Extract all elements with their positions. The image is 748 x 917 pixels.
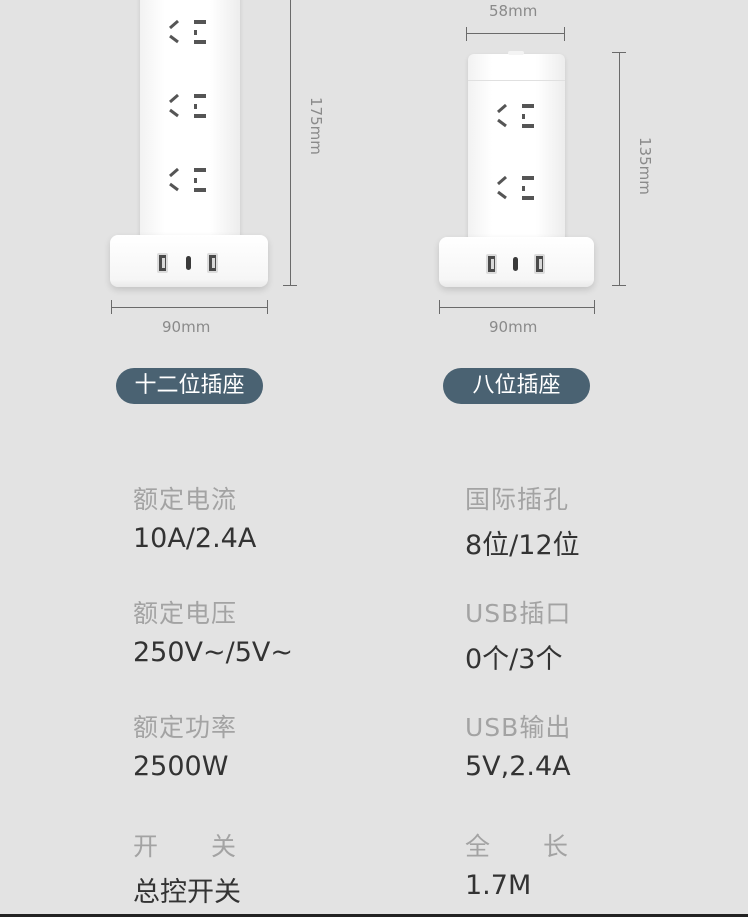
spec-value-sockets: 8位/12位 [465,530,580,561]
spec-label-rated-power: 额定功率 [133,713,238,742]
dimension-tick [564,27,565,41]
dimension-line [466,33,565,34]
spec-label-length: 全 长 [465,832,570,861]
dimension-tick [594,300,595,314]
eight-height-label: 135mm [636,137,654,195]
dimension-line [439,307,595,308]
usb-c-port-icon [186,256,191,270]
outlet-icon [169,19,206,44]
outlet-icon [169,93,206,118]
eight-width-label: 90mm [489,318,538,336]
tower-cap-knob [508,51,524,55]
dimension-tick [612,52,626,53]
eight-outlet-base [439,237,594,287]
bottom-divider [0,914,748,917]
spec-value-length: 1.7M [465,870,532,901]
spec-label-sockets: 国际插孔 [465,485,570,514]
eight-outlet-tower [468,51,565,244]
usb-a-port-icon [157,253,168,273]
dimension-line [290,0,291,286]
spec-value-usb-output: 5V,2.4A [465,751,571,782]
spec-label-switch: 开 关 [133,832,238,861]
dimension-tick [283,285,297,286]
twelve-outlet-base [110,235,268,287]
usb-a-port-icon [207,253,218,273]
usb-a-port-icon [534,254,545,274]
outlet-icon [169,167,206,192]
dimension-line [111,307,268,308]
spec-label-usb-ports: USB插口 [465,599,572,628]
dimension-tick [612,285,626,286]
spec-label-usb-output: USB输出 [465,713,572,742]
spec-value-rated-current: 10A/2.4A [133,523,257,554]
eight-top-width-label: 58mm [489,2,538,20]
spec-value-rated-power: 2500W [133,751,229,782]
dimension-tick [267,300,268,314]
dimension-tick [111,300,112,314]
twelve-outlet-tower [140,0,240,240]
spec-label-rated-voltage: 额定电压 [133,599,238,628]
spec-value-rated-voltage: 250V~/5V~ [133,637,293,668]
spec-value-switch: 总控开关 [133,877,241,908]
tower-cap [468,54,565,81]
spec-label-rated-current: 额定电流 [133,485,238,514]
twelve-height-label: 175mm [307,97,325,155]
dimension-tick [439,300,440,314]
eight-outlet-tag: 八位插座 [443,368,590,404]
usb-a-port-icon [486,254,497,274]
usb-c-port-icon [513,257,518,271]
dimension-tick [466,27,467,41]
outlet-icon [497,175,534,200]
spec-value-usb-ports: 0个/3个 [465,644,563,675]
dimension-line [619,52,620,286]
outlet-icon [497,103,534,128]
twelve-outlet-tag: 十二位插座 [116,368,263,404]
twelve-width-label: 90mm [162,318,211,336]
